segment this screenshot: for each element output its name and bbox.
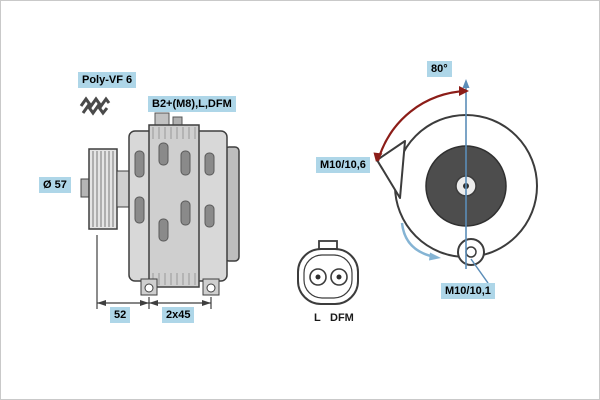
- reference-line-arrowhead: [462, 79, 470, 88]
- foot-hole-right: [206, 283, 216, 293]
- alternator-rear-view: [376, 114, 538, 266]
- pulley-side-view: [80, 148, 130, 230]
- dimension-lines: [96, 235, 212, 309]
- label-thread-left: M10/10,6: [316, 157, 370, 173]
- angle-arc-arrowhead-top: [459, 86, 469, 96]
- rotation-direction-arrow: [400, 222, 441, 261]
- dimension-arrowheads: [97, 300, 211, 306]
- connector-inner-wall: [303, 254, 353, 299]
- stator-fins: [152, 127, 196, 285]
- mounting-lug-left: [376, 140, 406, 199]
- cooling-vents: [134, 142, 215, 242]
- leader-lines: [470, 258, 489, 284]
- label-terminals: B2+(M8),L,DFM: [148, 96, 236, 112]
- angle-arc: [376, 89, 467, 162]
- label-thread-bottom: M10/10,1: [441, 283, 495, 299]
- pulley-hub: [116, 170, 130, 208]
- label-dimension-2x45: 2x45: [162, 307, 195, 323]
- label-mount-angle: 80°: [427, 61, 452, 77]
- shaft-nut: [80, 178, 90, 198]
- label-pulley-type: Poly-VF 6: [78, 72, 137, 88]
- label-pin-l: L: [314, 312, 321, 324]
- stator-band: [148, 124, 200, 288]
- pulley-grooves: [92, 151, 114, 227]
- pulley-body: [88, 148, 118, 230]
- angle-arc-arrowhead-lug: [373, 152, 383, 162]
- mounting-angle-annotation: [373, 79, 470, 269]
- label-pin-dfm: DFM: [330, 312, 354, 324]
- connector-outline: [297, 248, 359, 305]
- label-pulley-diameter: Ø 57: [39, 177, 71, 193]
- foot-hole-left: [144, 283, 154, 293]
- label-dimension-52: 52: [110, 307, 131, 323]
- alternator-body-side-view: [128, 112, 240, 296]
- belt-symbol: [79, 96, 111, 116]
- connector-drawing: [297, 240, 359, 305]
- mounting-hole-bottom: [465, 246, 477, 258]
